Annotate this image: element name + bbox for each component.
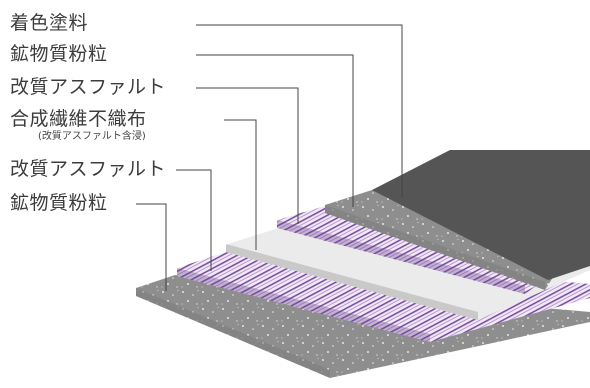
label-top-granules: 鉱物質粉粒 xyxy=(10,43,108,65)
leader-line-coating xyxy=(196,24,403,198)
layer-bottom-granules xyxy=(136,275,590,378)
label-lower-asphalt: 改質アスファルト xyxy=(10,158,167,180)
label-coating: 着色塗料 xyxy=(10,12,89,34)
leader-line-upper-asphalt xyxy=(196,87,299,224)
leader-line-fabric xyxy=(224,119,257,250)
leader-line-lower-asphalt xyxy=(176,169,212,271)
leader-lines xyxy=(136,24,403,291)
layer-coating xyxy=(372,150,590,280)
label-bottom-granules: 鉱物質粉粒 xyxy=(10,192,108,214)
label-fabric: 合成繊維不織布 xyxy=(10,108,147,130)
layer-lower-asphalt xyxy=(177,252,590,342)
leader-line-top-granules xyxy=(196,54,354,207)
leader-line-bottom-granules xyxy=(136,203,167,291)
label-upper-asphalt: 改質アスファルト xyxy=(10,76,167,98)
label-fabric-note: (改質アスファルト含浸) xyxy=(38,131,146,142)
